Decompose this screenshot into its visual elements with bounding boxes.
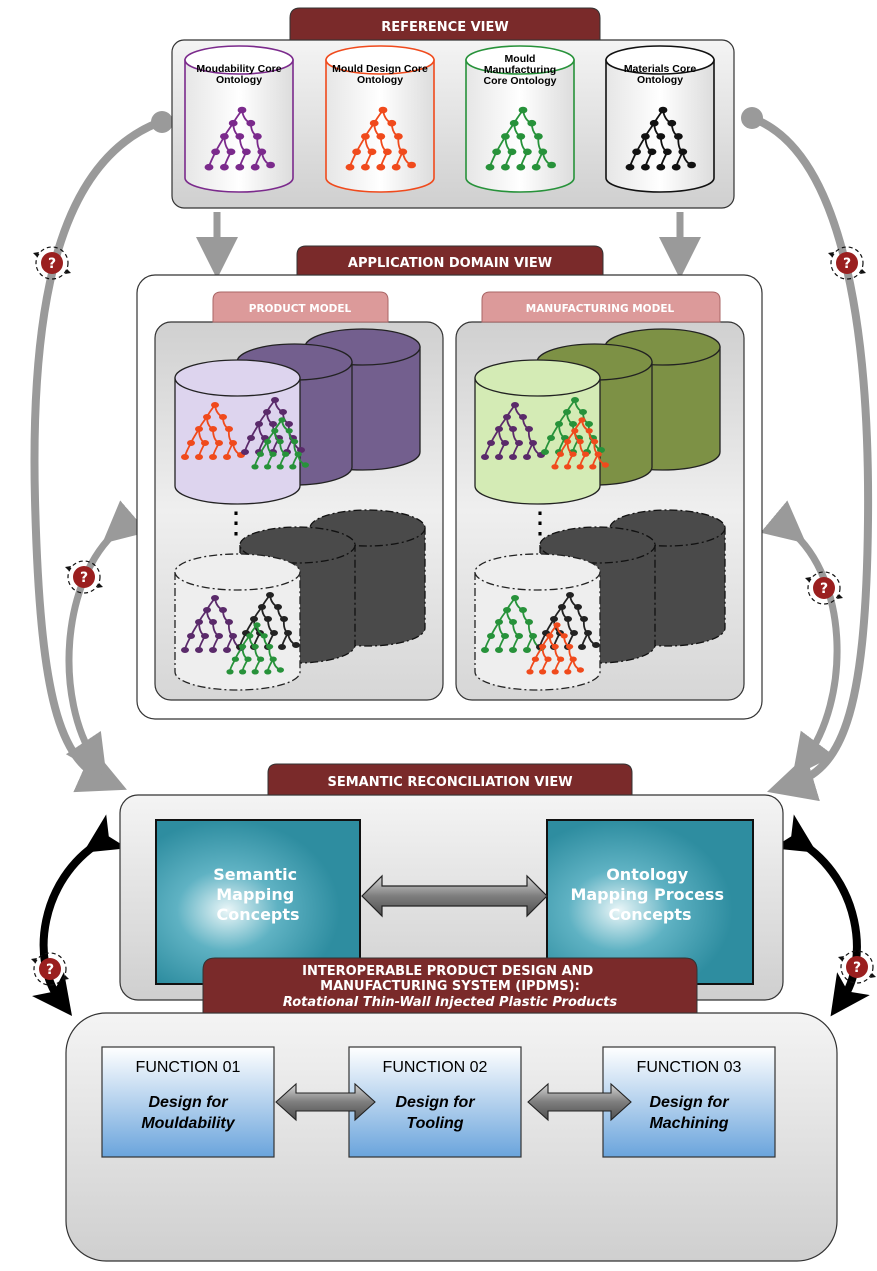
function-subtitle: Tooling [406, 1115, 463, 1132]
question-mark: ? [80, 570, 88, 586]
semantic-mapping-concepts-label: Semantic Mapping Concepts [213, 865, 302, 924]
function-title: FUNCTION 02 [383, 1059, 488, 1076]
question-badge-icon: ? [805, 571, 843, 605]
question-badge-icon: ? [33, 246, 71, 280]
question-mark: ? [46, 962, 54, 978]
semantic-bidirectional-arrow [361, 874, 548, 918]
ontology-mapping-process-concepts-box [546, 819, 754, 985]
function-subtitle: Design for [395, 1094, 475, 1111]
function-subtitle: Design for [649, 1094, 729, 1111]
product-model-title: PRODUCT MODEL [249, 303, 352, 315]
function-subtitle: Design for [148, 1094, 228, 1111]
manufacturing-model-title: MANUFACTURING MODEL [526, 303, 675, 315]
semantic-mapping-concepts-box [155, 819, 361, 985]
question-badge-icon: ? [31, 952, 69, 986]
application-semantic-right-arrow [760, 500, 841, 777]
semantic-ipdms-right-arrow [772, 814, 870, 1017]
question-mark: ? [820, 581, 828, 597]
question-mark: ? [843, 256, 851, 272]
ontology-mapping-process-concepts-label: Ontology Mapping Process Concepts [570, 865, 729, 924]
product-model-ellipsis: ⋮ [221, 507, 251, 540]
function-title: FUNCTION 01 [136, 1059, 241, 1076]
ipdms-panel: INTEROPERABLE PRODUCT DESIGN AND MANUFAC… [65, 957, 838, 1262]
question-badge-icon: ? [65, 560, 103, 594]
question-badges: ?????? [31, 246, 876, 986]
function-01-02-arrow [275, 1082, 376, 1122]
semantic-reconciliation-view-title: SEMANTIC RECONCILIATION VIEW [327, 775, 572, 790]
manufacturing-model-cylinders [474, 328, 726, 691]
function-title: FUNCTION 03 [637, 1059, 742, 1076]
question-mark: ? [853, 960, 861, 976]
question-badge-icon: ? [838, 950, 876, 984]
reference-view-title: REFERENCE VIEW [381, 20, 509, 35]
application-domain-view-panel: APPLICATION DOMAIN VIEW PRODUCT MODEL MA… [136, 245, 763, 720]
reference-to-semantic-right-arrow [750, 114, 873, 802]
application-domain-view-title: APPLICATION DOMAIN VIEW [348, 256, 552, 271]
ipdms-subtitle: Rotational Thin-Wall Injected Plastic Pr… [283, 995, 617, 1010]
manufacturing-model-ellipsis: ⋮ [525, 507, 555, 540]
semantic-ipdms-left-arrow [32, 814, 128, 1017]
product-model-cylinders [174, 328, 426, 691]
ipdms-title: INTEROPERABLE PRODUCT DESIGN AND MANUFAC… [302, 964, 598, 994]
semantic-reconciliation-view-panel: SEMANTIC RECONCILIATION VIEW Semantic Ma… [119, 763, 784, 1001]
function-02-03-arrow [527, 1082, 632, 1122]
question-mark: ? [48, 256, 56, 272]
application-semantic-left-arrow [65, 500, 148, 778]
side-arrows [30, 107, 873, 1017]
function-subtitle: Mouldability [141, 1115, 235, 1132]
question-badge-icon: ? [828, 246, 866, 280]
function-subtitle: Machining [649, 1115, 728, 1132]
